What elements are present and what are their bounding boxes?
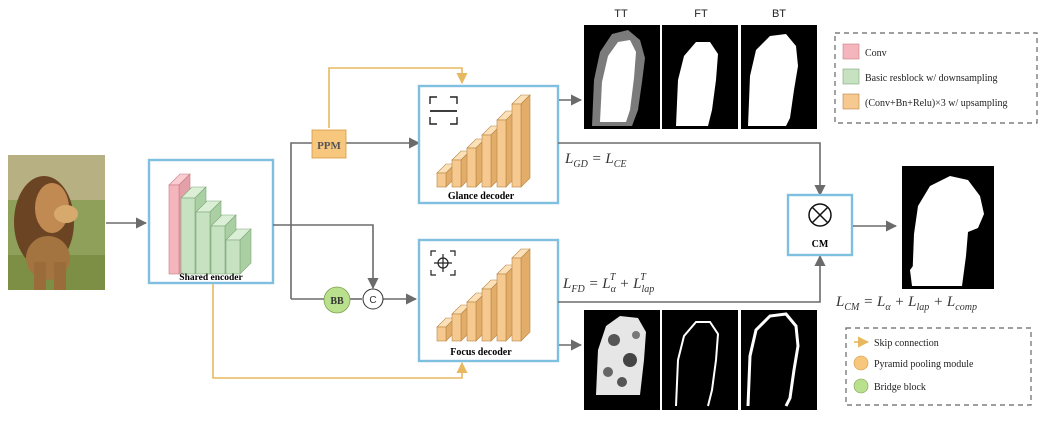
ft-label: FT (694, 8, 708, 20)
loss-gd-lhs: L (564, 151, 573, 167)
loss-cm-alpha-sub: α (885, 302, 891, 313)
legend-upsample-swatch (842, 93, 860, 110)
ft-map (662, 25, 738, 129)
legend-conv-text: Conv (865, 48, 887, 59)
shared-encoder (147, 158, 275, 285)
focus-bt-map (741, 310, 817, 410)
arrow-glance-to-cm (558, 142, 826, 197)
ppm-label: PPM (317, 140, 341, 152)
legend-resblock-swatch (842, 68, 860, 85)
loss-fd: LFD = LαT + LlapT (562, 272, 654, 295)
arrow-focus-to-cm (558, 254, 826, 303)
cm-label: CM (812, 239, 829, 250)
focus-decoder-label: Focus decoder (450, 347, 512, 358)
loss-cm-eq: = L (859, 294, 885, 310)
legend-top (834, 32, 1038, 124)
bt-label: BT (772, 8, 786, 20)
tt-map (584, 25, 660, 129)
focus-tt-map (584, 310, 660, 410)
svg-text:LCM = Lα + Llap + Lcomp: LCM = Lα + Llap + Lcomp (835, 294, 977, 313)
loss-cm-plus1: + L (891, 294, 917, 310)
bt-map (741, 25, 817, 129)
loss-gd: LGD = LCE (564, 151, 627, 170)
legend-bottom (845, 327, 1032, 406)
legend-conv-swatch (842, 43, 860, 60)
loss-gd-lhs-sub: GD (573, 159, 588, 170)
focus-target-icon (430, 250, 456, 276)
legend-ppm-swatch (853, 355, 869, 371)
encoder-connectors (273, 137, 421, 305)
loss-fd-lhs: L (562, 276, 571, 292)
legend-upsample-text: (Conv+Bn+Relu)×3 w/ upsampling (865, 98, 1007, 109)
tt-label: TT (614, 8, 628, 20)
loss-cm-lhs-sub: CM (844, 302, 860, 313)
focus-ft-map (662, 310, 738, 410)
output-alpha-matte (902, 166, 994, 289)
loss-gd-eq: = L (588, 151, 614, 167)
glance-decoder (417, 84, 560, 205)
legend-ppm-text: Pyramid pooling module (874, 359, 974, 370)
loss-fd-lap-sup: T (640, 272, 647, 283)
concat-node (362, 288, 384, 310)
legend-bridge-swatch (853, 378, 869, 394)
loss-fd-lhs-sub: FD (570, 284, 585, 295)
loss-cm-comp-sub: comp (955, 302, 977, 313)
concat-label: C (369, 295, 376, 306)
loss-cm-lap-sub: lap (917, 302, 930, 313)
loss-cm-plus2: + L (929, 294, 955, 310)
loss-cm-lhs: L (835, 294, 844, 310)
loss-fd-alpha-sub: α (611, 284, 617, 295)
cm-box (786, 193, 854, 257)
legend-skip-text: Skip connection (874, 338, 939, 349)
shared-encoder-label: Shared encoder (179, 273, 243, 283)
loss-fd-eq: = L (585, 276, 611, 292)
loss-fd-lap-sub: lap (641, 284, 654, 295)
ppm-block (311, 129, 347, 159)
bb-label: BB (330, 296, 344, 307)
loss-cm: LCM = Lα + Llap + Lcomp (835, 294, 977, 313)
loss-gd-rhs-sub: CE (614, 159, 627, 170)
loss-fd-alpha-sup: T (610, 272, 617, 283)
focus-decoder (417, 238, 560, 363)
input-lion-image (8, 155, 105, 290)
loss-fd-plus: + L (615, 276, 641, 292)
glance-decoder-label: Glance decoder (448, 191, 515, 202)
svg-text:LFD = LαT + LlapT: LFD = LαT + LlapT (562, 272, 654, 295)
legend-resblock-text: Basic resblock w/ downsampling (865, 73, 997, 84)
skip-connections (212, 67, 468, 379)
svg-text:LGD = LCE: LGD = LCE (564, 151, 627, 170)
legend-bridge-text: Bridge block (874, 382, 926, 393)
bridge-block (323, 286, 351, 314)
glance-frame-icon (429, 96, 458, 125)
